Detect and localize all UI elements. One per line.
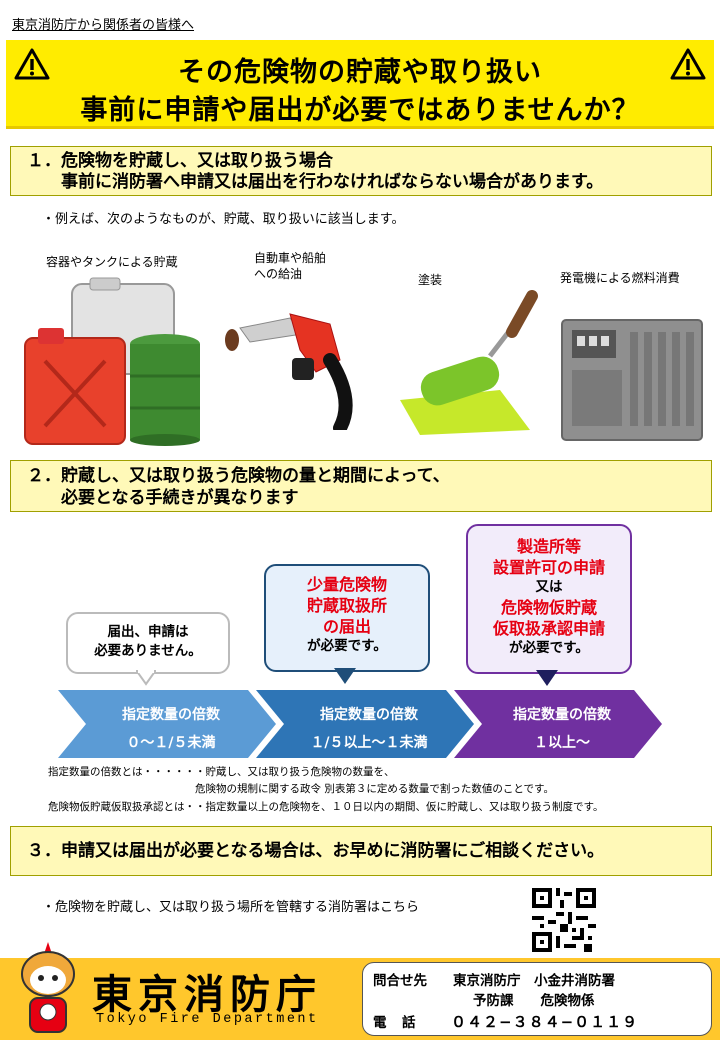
- warning-icon: [14, 48, 50, 80]
- illustration-label-refuel: 自動車や船舶への給油: [254, 251, 327, 281]
- contact-box: 問合せ先 東京消防庁 小金井消防署 予防課 危険物係 電 話 ０４２−３８４−０…: [362, 962, 712, 1036]
- bubble-small-quantity: 少量危険物 貯蔵取扱所 の届出 が必要です。: [264, 564, 430, 672]
- arrow1-range: ０～１/５未満: [126, 735, 216, 751]
- bubble-pointer: [334, 668, 356, 684]
- bubble2-red1: 少量危険物: [306, 575, 387, 594]
- arrow1-title: 指定数量の倍数: [122, 707, 220, 723]
- warning-icon: [670, 48, 706, 80]
- contact-label: 問合せ先: [373, 973, 427, 989]
- mascot-icon: [21, 942, 75, 1033]
- headline-line2: 事前に申請や届出が必要ではありませんか？: [80, 95, 640, 126]
- section2-title-line2: 必要となる手続きが異なります: [27, 488, 299, 508]
- logo-japanese: 東京消防庁: [92, 971, 322, 1018]
- bubble3-tail: が必要です。: [509, 640, 589, 656]
- headline-line1: その危険物の貯蔵や取り扱い: [178, 57, 542, 88]
- bubble2-red3: の届出: [322, 617, 371, 636]
- fuel-nozzle-illustration: [225, 313, 353, 430]
- phone-number[interactable]: ０４２−３８４−０１１９: [451, 1013, 639, 1031]
- contact-org: 東京消防庁 小金井消防署: [453, 973, 615, 989]
- bubble1-line2: 必要ありません。: [94, 643, 202, 659]
- bubble3-mid: 又は: [535, 579, 563, 595]
- section1-box: １．危険物を貯蔵し、又は取り扱う場合 事前に消防署へ申請又は届出を行わなければな…: [10, 146, 712, 196]
- section1-title-line2: 事前に消防署へ申請又は届出を行わなければならない場合があります。: [27, 172, 604, 192]
- arrow3-range: １以上～: [534, 735, 590, 751]
- bubble-pointer: [536, 670, 558, 686]
- note-temporary-def: 危険物仮貯蔵仮取扱承認とは・・指定数量以上の危険物を、１０日以内の期間、仮に貯蔵…: [48, 801, 604, 813]
- arrow2-range: １/５以上～１未満: [310, 735, 428, 751]
- generator-illustration: [561, 319, 703, 441]
- section2-title-line1: ２．貯蔵し、又は取り扱う危険物の量と期間によって、: [27, 466, 450, 486]
- bubble3-red4: 仮取扱承認申請: [492, 619, 605, 638]
- bubble2-red2: 貯蔵取扱所: [306, 596, 387, 615]
- bubble3-red2: 設置許可の申請: [492, 558, 605, 577]
- note-multiple-def-2: 危険物の規制に関する政令 別表第３に定める数量で割った数値のことです。: [48, 783, 554, 795]
- tanks-illustration: [24, 277, 200, 446]
- section1-title-line1: １．危険物を貯蔵し、又は取り扱う場合: [27, 151, 333, 171]
- top-note: 東京消防庁から関係者の皆様へ: [12, 18, 195, 33]
- section3-title: ３．申請又は届出が必要となる場合は、お早めに消防署にご相談ください。: [27, 841, 605, 861]
- bubble-pointer: [136, 670, 156, 686]
- arrow3-title: 指定数量の倍数: [513, 707, 611, 723]
- bubble-permit: 製造所等 設置許可の申請 又は 危険物仮貯蔵 仮取扱承認申請 が必要です。: [466, 524, 632, 674]
- headline-banner: その危険物の貯蔵や取り扱い 事前に申請や届出が必要ではありませんか？: [6, 40, 714, 129]
- quantity-arrow-1: [58, 690, 276, 758]
- quantity-arrow-3: [454, 690, 662, 758]
- section3-box: ３．申請又は届出が必要となる場合は、お早めに消防署にご相談ください。: [10, 826, 712, 876]
- contact-dept: 予防課 危険物係: [473, 993, 595, 1009]
- illustration-label-painting: 塗装: [418, 273, 443, 287]
- paint-roller-illustration: [400, 290, 538, 435]
- logo-english: Tokyo Fire Department: [96, 1012, 319, 1027]
- phone-label: 電 話: [373, 1015, 417, 1031]
- section3-note: ・危険物を貯蔵し、又は取り扱う場所を管轄する消防署はこちら: [42, 900, 420, 915]
- qr-code[interactable]: [532, 888, 596, 952]
- bubble3-red3: 危険物仮貯蔵: [500, 598, 597, 617]
- quantity-arrow-2: [256, 690, 474, 758]
- bubble3-red1: 製造所等: [516, 537, 581, 556]
- bubble2-tail: が必要です。: [307, 638, 387, 654]
- illustration-label-generator: 発電機による燃料消費: [560, 271, 680, 285]
- arrow2-title: 指定数量の倍数: [320, 707, 418, 723]
- bubble-no-procedure: 届出、申請は 必要ありません。: [66, 612, 230, 674]
- bubble1-line1: 届出、申請は: [107, 624, 189, 640]
- section2-box: ２．貯蔵し、又は取り扱う危険物の量と期間によって、 必要となる手続きが異なります: [10, 460, 712, 512]
- example-note: ・例えば、次のようなものが、貯蔵、取り扱いに該当します。: [42, 212, 405, 227]
- note-multiple-def-1: 指定数量の倍数とは・・・・・・貯蔵し、又は取り扱う危険物の数量を、: [48, 766, 395, 778]
- illustration-label-storage: 容器やタンクによる貯蔵: [46, 255, 178, 269]
